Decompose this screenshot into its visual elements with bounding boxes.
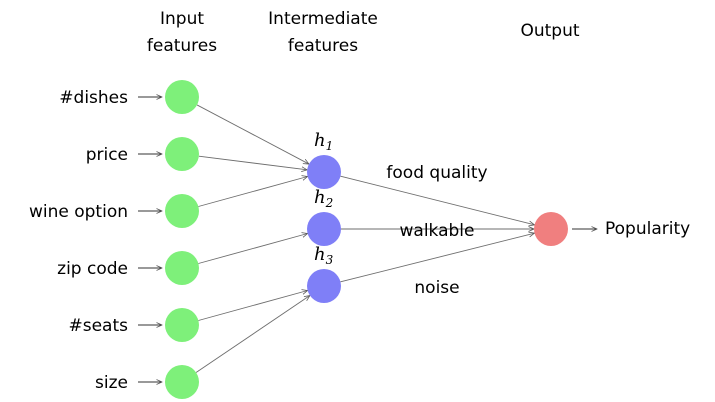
hidden-node bbox=[307, 155, 341, 189]
edge-input-1-to-hidden-0 bbox=[198, 155, 307, 170]
hidden-node-name: h3 bbox=[314, 244, 334, 267]
input-feature-label: price bbox=[86, 145, 128, 165]
node-layer bbox=[165, 80, 568, 399]
edge-input-2-to-hidden-0 bbox=[198, 177, 307, 207]
hidden-node bbox=[307, 212, 341, 246]
input-node bbox=[165, 365, 199, 399]
hidden-node bbox=[307, 269, 341, 303]
intermediate-header-line2: features bbox=[288, 36, 358, 56]
hidden-node-name: h2 bbox=[314, 187, 333, 210]
input-node bbox=[165, 194, 199, 228]
input-node bbox=[165, 80, 199, 114]
input-feature-label: wine option bbox=[29, 202, 128, 222]
input-feature-label: size bbox=[95, 373, 128, 393]
input-feature-label: #dishes bbox=[59, 88, 128, 108]
edge-input-3-to-hidden-1 bbox=[198, 234, 307, 264]
edge-hidden-2-to-output bbox=[340, 233, 534, 283]
intermediate-feature-label: food quality bbox=[386, 163, 487, 183]
input-header-line1: Input bbox=[160, 9, 204, 29]
output-label: Popularity bbox=[605, 219, 690, 239]
input-feature-label: #seats bbox=[69, 316, 129, 336]
output-header: Output bbox=[520, 21, 579, 41]
input-node bbox=[165, 137, 199, 171]
intermediate-header-line1: Intermediate bbox=[268, 9, 378, 29]
edge-input-5-to-hidden-2 bbox=[195, 296, 310, 373]
intermediate-feature-label: noise bbox=[414, 278, 459, 298]
input-feature-label: zip code bbox=[57, 259, 128, 279]
output-node bbox=[534, 212, 568, 246]
input-node bbox=[165, 308, 199, 342]
edge-layer bbox=[138, 97, 597, 382]
input-header-line2: features bbox=[147, 36, 217, 56]
label-layer: #dishes price wine option zip code #seats siz… bbox=[29, 88, 690, 393]
edge-input-0-to-hidden-0 bbox=[196, 104, 309, 164]
hidden-node-name: h1 bbox=[314, 130, 333, 153]
edge-hidden-0-to-output bbox=[340, 175, 534, 225]
intermediate-feature-label: walkable bbox=[400, 221, 475, 241]
input-node bbox=[165, 251, 199, 285]
edge-input-4-to-hidden-2 bbox=[198, 291, 307, 321]
